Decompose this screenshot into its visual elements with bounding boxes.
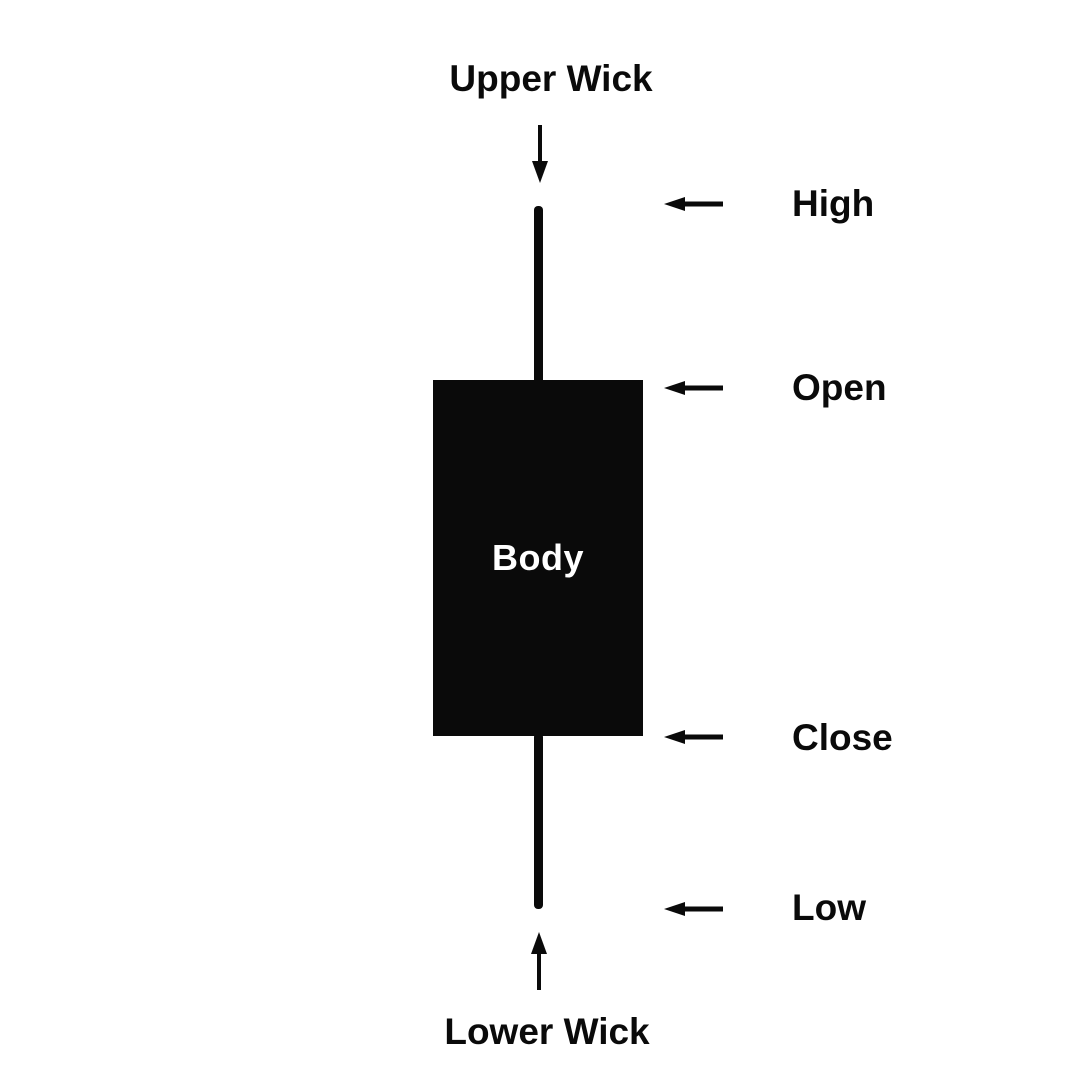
body-label: Body	[492, 537, 584, 578]
close-label: Close	[792, 717, 893, 758]
upper-wick	[534, 206, 543, 384]
down-arrow-icon	[532, 125, 548, 183]
left-arrow-icon	[664, 197, 723, 211]
left-arrow-icon	[664, 381, 723, 395]
left-arrow-icon	[664, 730, 723, 744]
lower-wick	[534, 733, 543, 909]
lower-wick-label: Lower Wick	[444, 1011, 650, 1052]
low-label: Low	[792, 887, 866, 928]
high-label: High	[792, 183, 875, 224]
left-arrow-icon	[664, 902, 723, 916]
upper-wick-label: Upper Wick	[449, 58, 653, 99]
candle-body: Body	[433, 380, 643, 736]
open-label: Open	[792, 367, 887, 408]
up-arrow-icon	[531, 932, 547, 990]
